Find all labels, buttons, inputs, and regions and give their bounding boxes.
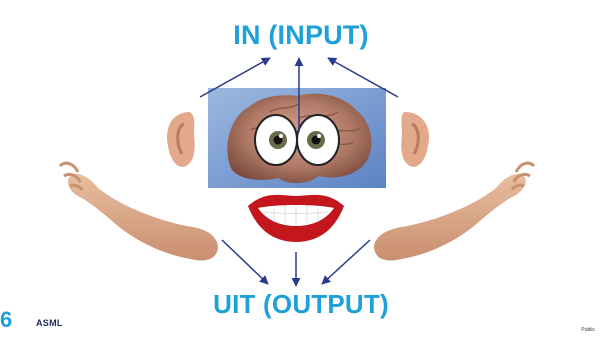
output-arrows [221,239,371,287]
title-input: IN (INPUT) [233,20,369,50]
ear-icon-right [401,112,429,167]
title-output: UIT (OUTPUT) [213,289,389,319]
eyes-icon [254,114,340,166]
arm-icon-right [374,161,536,261]
mouth-icon [248,194,344,242]
arm-icon-left [58,161,218,261]
slide-number: 6 [0,307,13,332]
classification-label: Public [581,327,595,333]
input-arrows [199,57,399,132]
ear-icon-left [166,112,195,167]
asml-logo: ASML [36,318,63,328]
